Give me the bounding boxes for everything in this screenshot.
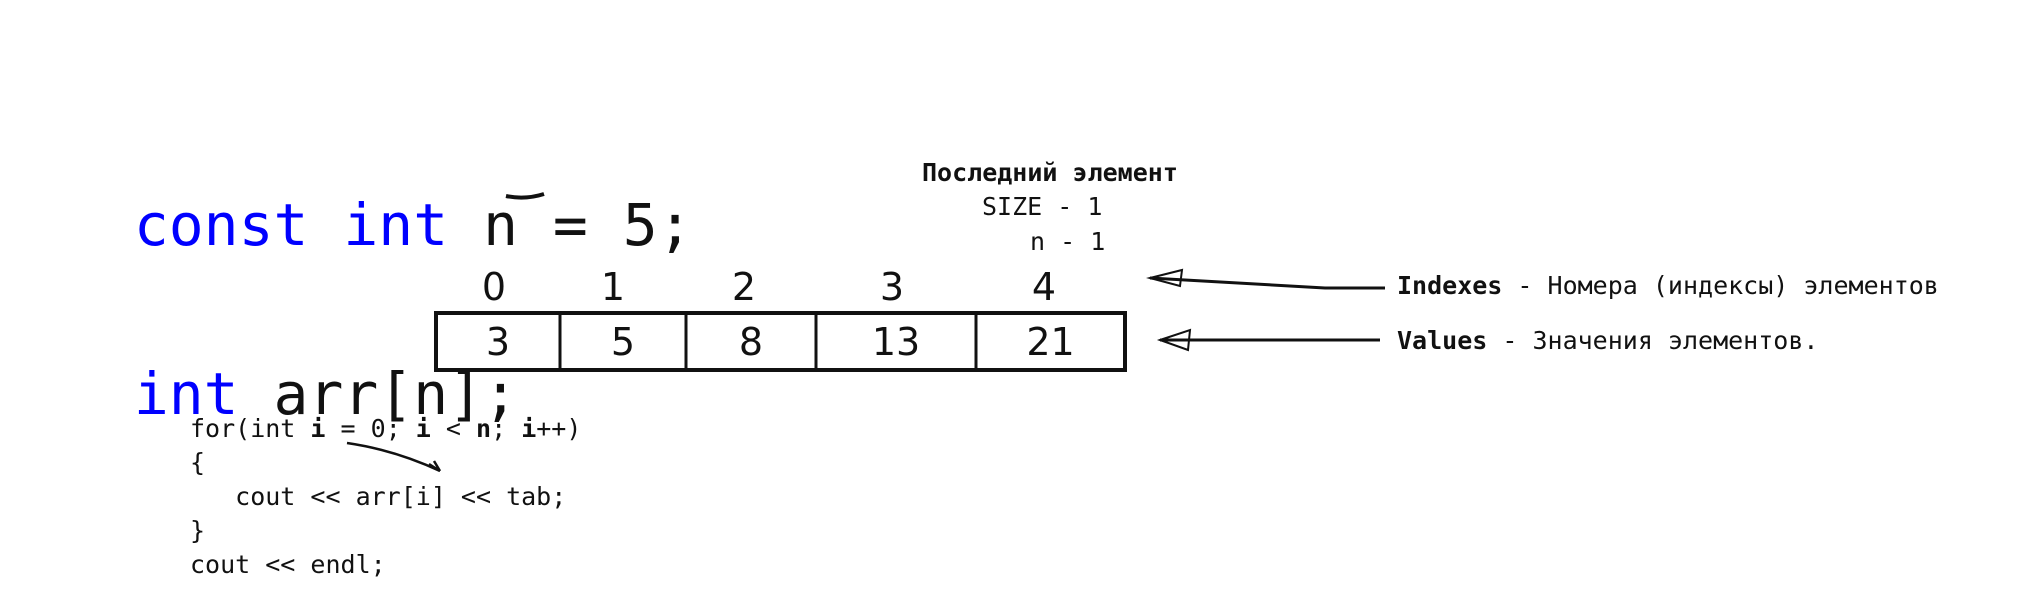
arrow-to-indexes — [1149, 276, 1385, 290]
values-description: - Значения элементов. — [1487, 326, 1819, 355]
code-line-open-brace: { — [190, 448, 206, 477]
const-declaration: const int n = 5; — [64, 138, 693, 254]
last-element-n-formula: n - 1 — [1030, 227, 1106, 256]
index-label: 3 — [879, 265, 905, 309]
declaration-rest: n = 5; — [483, 191, 693, 259]
code-line-close-brace: } — [190, 516, 206, 545]
code-fragment: n — [476, 414, 492, 443]
values-term: Values — [1397, 326, 1488, 355]
keyword-const: const — [133, 191, 309, 259]
code-line-for: for(int i = 0; i < n; i++) — [190, 416, 581, 441]
index-label: 4 — [1031, 265, 1057, 309]
array-decl-rest: arr[n]; — [273, 360, 518, 428]
array-cell-value: 3 — [485, 319, 511, 364]
code-fragment: i — [415, 414, 431, 443]
code-fragment: < — [430, 414, 477, 443]
keyword-int: int — [133, 360, 239, 428]
code-line-endl: cout << endl; — [190, 550, 386, 579]
arrow-i-to-arr-index — [346, 441, 441, 473]
index-label: 1 — [600, 265, 626, 309]
code-fragment: ; — [491, 414, 522, 443]
indexes-term: Indexes — [1397, 271, 1503, 300]
indexes-label: Indexes - Номера (индексы) элементов — [1397, 273, 1939, 298]
code-fragment: ++) — [536, 414, 582, 443]
code-fragment: = 0; — [325, 414, 416, 443]
code-fragment: i — [310, 414, 326, 443]
values-label: Values - Значения элементов. — [1397, 328, 1818, 353]
array-cell-value: 13 — [871, 319, 921, 364]
code-fragment: i — [521, 414, 537, 443]
index-label: 2 — [731, 265, 757, 309]
code-line-cout: cout << arr[i] << tab; — [190, 482, 567, 511]
array-box — [434, 311, 1127, 372]
code-fragment: for(int — [190, 414, 311, 443]
arrow-head — [1146, 268, 1184, 288]
array-cell-value: 21 — [1026, 319, 1075, 364]
array-cell-value: 8 — [738, 319, 764, 364]
indexes-description: - Номера (индексы) элементов — [1502, 271, 1939, 300]
keyword-int: int — [343, 191, 449, 259]
last-element-size-formula: SIZE - 1 — [982, 192, 1103, 221]
array-declaration: int arr[n]; — [64, 307, 518, 423]
array-cell-value: 5 — [610, 319, 636, 364]
last-element-title: Последний элемент — [922, 158, 1178, 187]
arrow-head — [1156, 328, 1192, 352]
arrow-head — [428, 460, 442, 473]
index-label: 0 — [481, 265, 507, 309]
underline-mark — [505, 192, 545, 200]
